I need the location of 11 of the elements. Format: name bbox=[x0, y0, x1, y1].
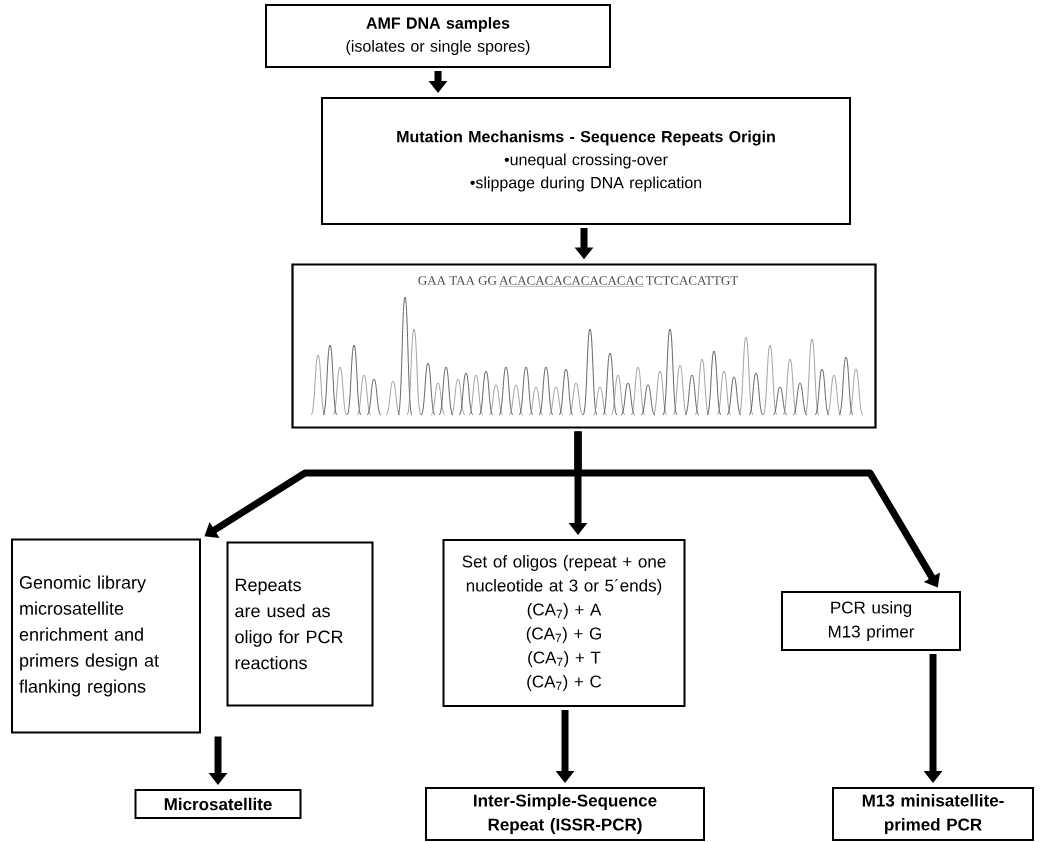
process-box: Set of oligos (repeat + one nucleotide at 3 or 5´ends) (CA$_{7}$) + A (CA$_{7}$) + G (CA$_{7}$) + T (CA$_{7}$) + C bbox=[442, 539, 686, 707]
result-box: Microsatellite bbox=[134, 789, 302, 819]
chromatogram-box bbox=[291, 263, 877, 429]
process-box: Genomic library microsatellite enrichment and primers design at flanking regions bbox=[11, 538, 201, 734]
process-box: Repeats are used as oligo for PCR reactions bbox=[226, 541, 374, 707]
process-box: Mutation Mechanisms - Sequence Repeats Origin •unequal crossing-over •slippage during DNA replication bbox=[321, 97, 851, 225]
sequence-text: GAA TAA GG ACACACACACACACAC TCTCACATTGT bbox=[418, 276, 738, 287]
result-box: Inter-Simple-Sequence Repeat (ISSR-PCR) bbox=[425, 787, 705, 841]
process-box: AMF DNA samples (isolates or single spores) bbox=[265, 4, 611, 68]
process-box: PCR using M13 primer bbox=[781, 591, 961, 651]
result-box: M13 minisatellite-primed PCR bbox=[832, 787, 1034, 841]
